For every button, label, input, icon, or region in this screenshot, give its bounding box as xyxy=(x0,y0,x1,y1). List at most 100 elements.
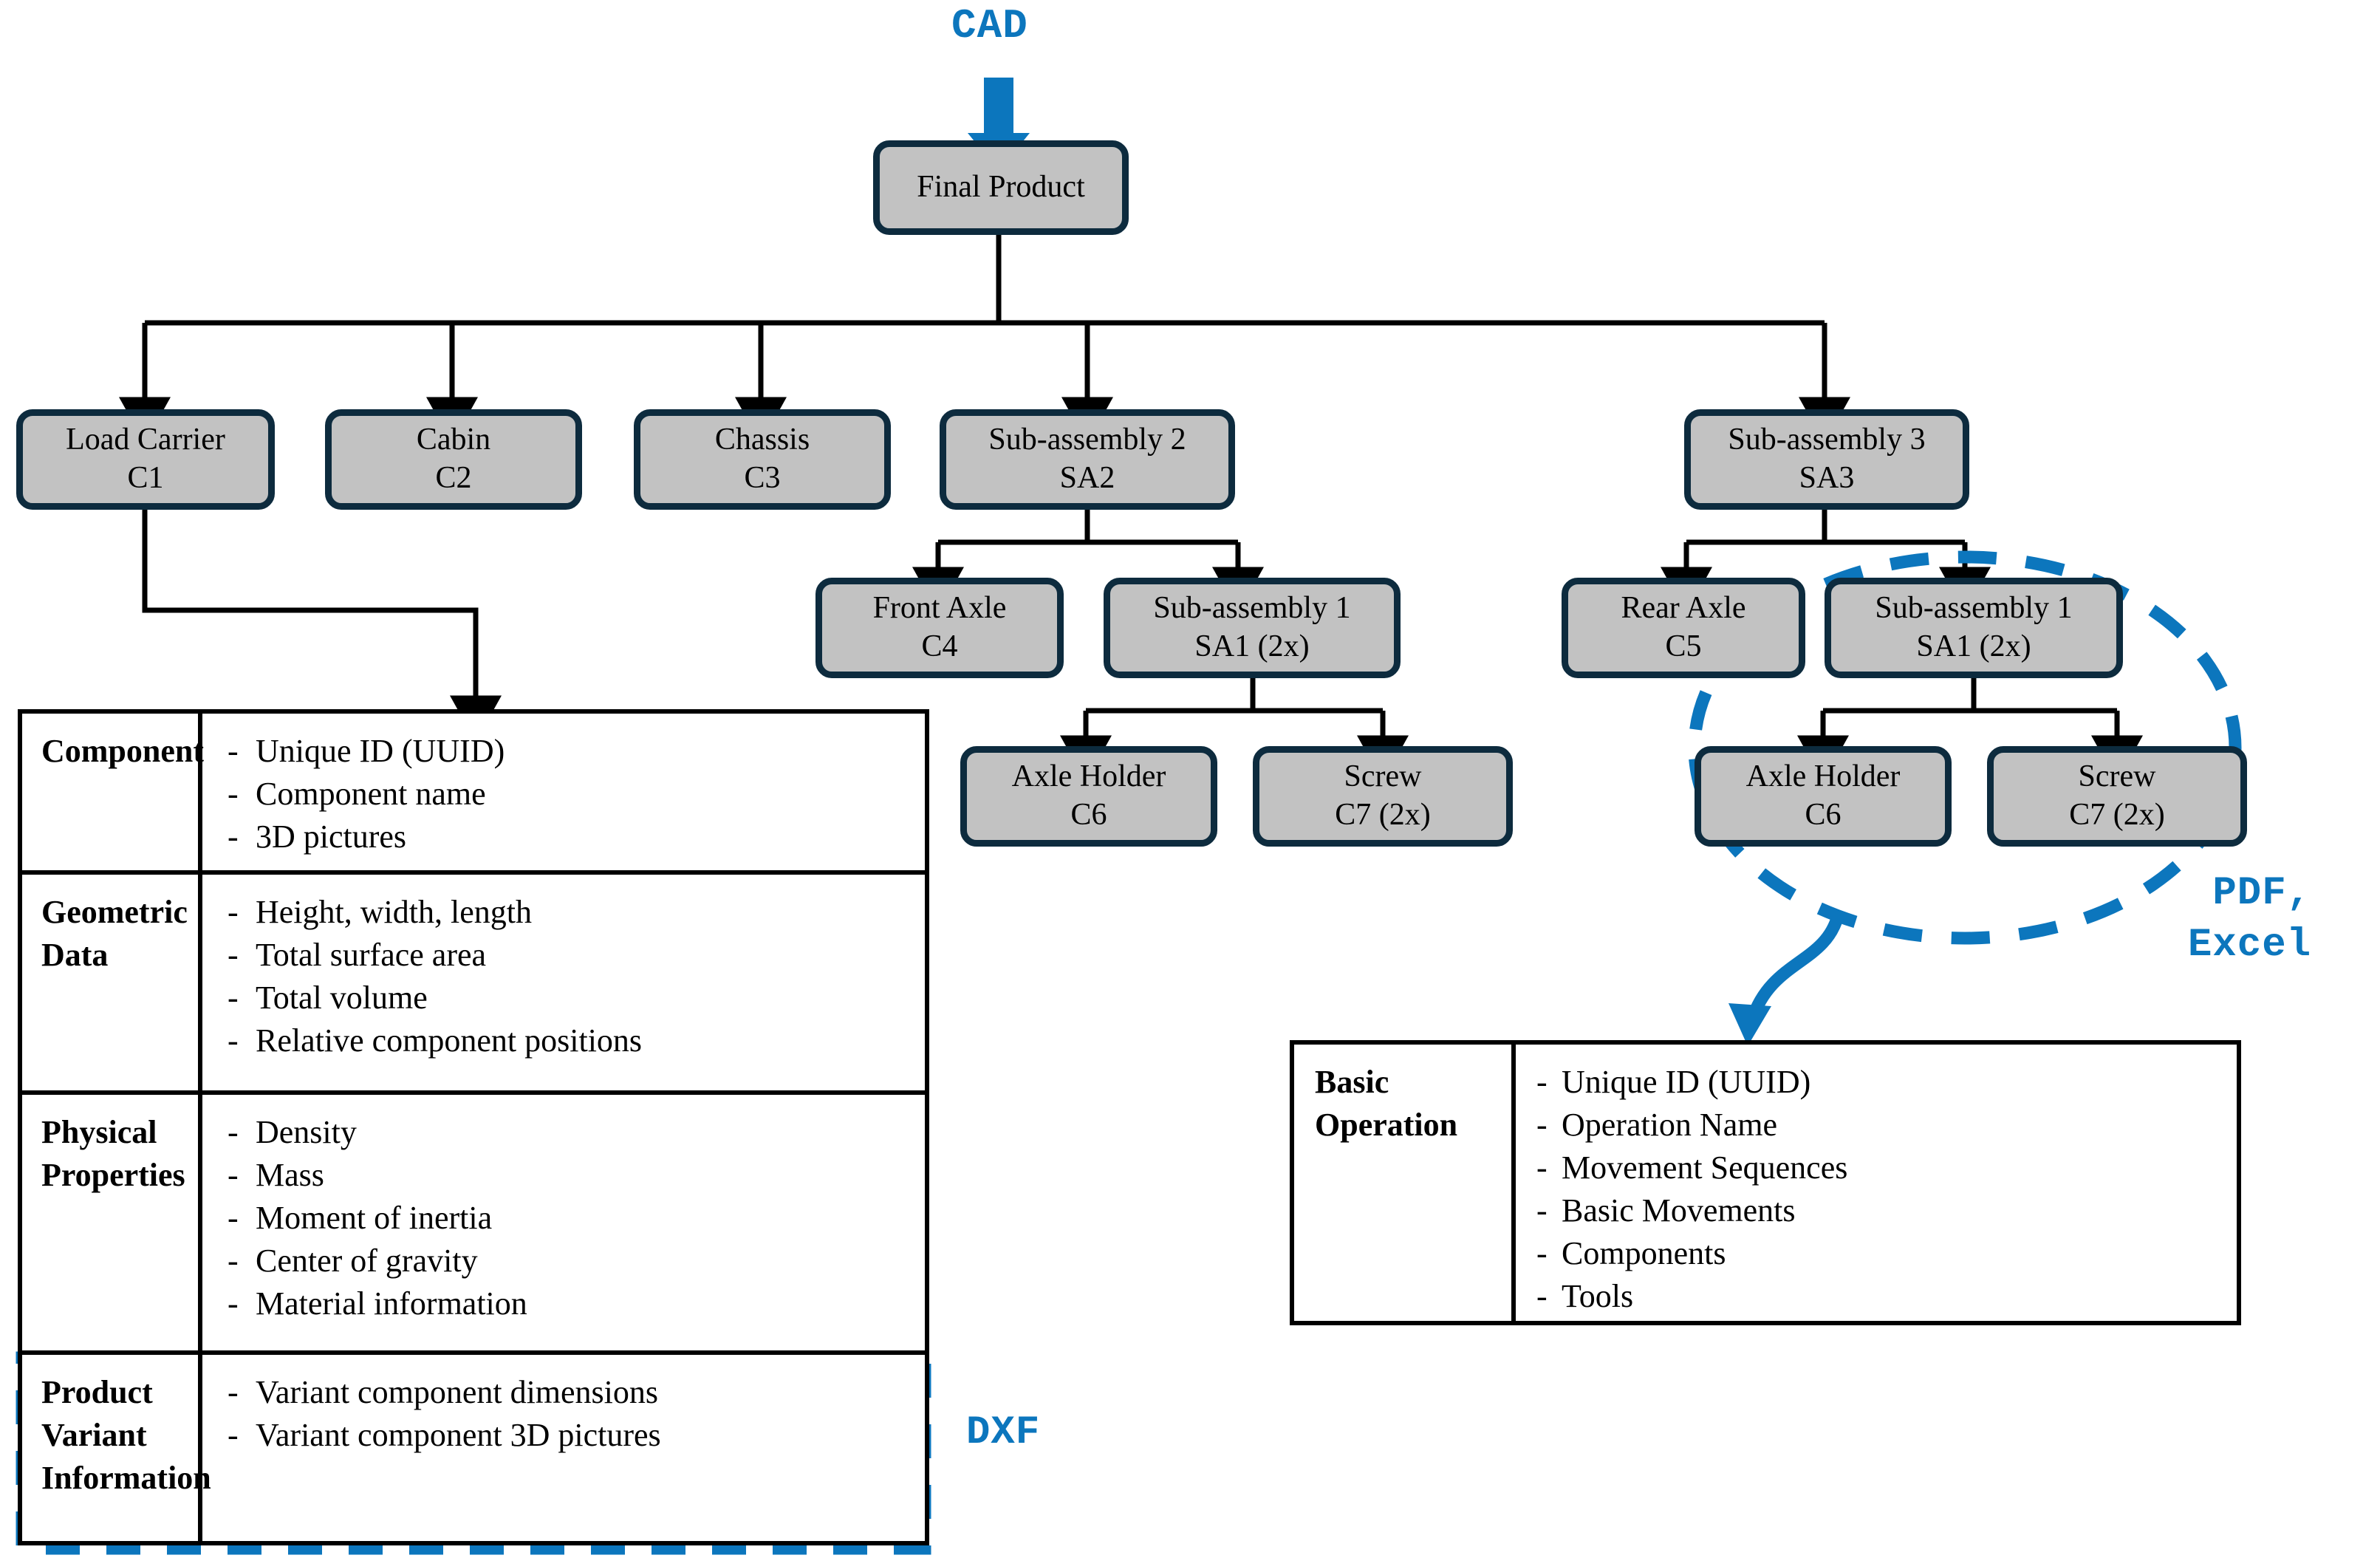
list-item: - Mass xyxy=(202,1154,925,1197)
list-item: - Unique ID (UUID) xyxy=(1516,1061,2237,1104)
node-label-line2: SA1 (2x) xyxy=(1916,629,2031,663)
node-label-line1: Rear Axle xyxy=(1621,591,1746,626)
pdf-excel-label: PDF,Excel xyxy=(2188,870,2311,968)
node-label-line2: SA2 xyxy=(1059,461,1115,495)
component-attribute-table: Component - Unique ID (UUID) - Component… xyxy=(18,709,929,1545)
bullet-dash: - xyxy=(228,1417,239,1454)
item-text: Center of gravity xyxy=(256,1243,478,1279)
list-item: - Tools xyxy=(1516,1275,2237,1318)
bullet-dash: - xyxy=(228,937,239,974)
node-rear-axle[interactable]: Rear Axle C5 xyxy=(1562,578,1805,678)
node-sub-assembly-2[interactable]: Sub-assembly 2 SA2 xyxy=(940,409,1235,510)
row-items: - Unique ID (UUID) - Operation Name - Mo… xyxy=(1516,1045,2237,1321)
bullet-dash: - xyxy=(228,776,239,813)
node-sub-assembly-3[interactable]: Sub-assembly 3 SA3 xyxy=(1684,409,1969,510)
bullet-dash: - xyxy=(228,980,239,1017)
item-text: Tools xyxy=(1562,1278,1634,1315)
bullet-dash: - xyxy=(1536,1278,1548,1315)
node-label-line2: C3 xyxy=(744,461,781,495)
row-category-line3: Information xyxy=(41,1460,211,1497)
list-item: - Height, width, length xyxy=(202,891,925,934)
node-label-line2: SA3 xyxy=(1799,461,1855,495)
node-label-line1: Screw xyxy=(1344,759,1422,794)
item-text: Operation Name xyxy=(1562,1107,1777,1144)
bullet-dash: - xyxy=(228,1114,239,1150)
edge-loadcarrier-to-component-table xyxy=(142,510,502,742)
node-front-axle[interactable]: Front Axle C4 xyxy=(815,578,1064,678)
item-text: Mass xyxy=(256,1157,324,1194)
node-screw-left[interactable]: Screw C7 (2x) xyxy=(1253,746,1513,847)
bullet-dash: - xyxy=(228,733,239,769)
node-sub-assembly-1-right[interactable]: Sub-assembly 1 SA1 (2x) xyxy=(1825,578,2123,678)
item-text: 3D pictures xyxy=(256,819,407,855)
tree-edges-sa1-right xyxy=(1797,678,2143,782)
node-load-carrier[interactable]: Load Carrier C1 xyxy=(16,409,275,510)
node-label-line1: Axle Holder xyxy=(1745,759,1901,794)
item-text: Total surface area xyxy=(256,937,487,974)
item-text: Total volume xyxy=(256,980,428,1017)
row-category-line2: Properties xyxy=(41,1157,185,1194)
node-label-line2: C2 xyxy=(435,461,472,495)
bullet-dash: - xyxy=(1536,1149,1548,1186)
list-item: - Operation Name xyxy=(1516,1104,2237,1147)
list-item: - 3D pictures xyxy=(202,816,925,858)
item-text: Components xyxy=(1562,1235,1726,1272)
item-text: Variant component 3D pictures xyxy=(256,1417,661,1454)
list-item: - Total surface area xyxy=(202,934,925,977)
node-label-line2: C5 xyxy=(1665,629,1702,663)
item-text: Basic Movements xyxy=(1562,1192,1796,1229)
node-label-line2: SA1 (2x) xyxy=(1194,629,1310,663)
list-item: - Basic Movements xyxy=(1516,1189,2237,1232)
bullet-dash: - xyxy=(228,1157,239,1194)
node-label-line1: Final Product xyxy=(917,170,1085,205)
list-item: - Unique ID (UUID) xyxy=(202,730,925,773)
node-label-line1: Axle Holder xyxy=(1011,759,1166,794)
node-label-line1: Sub-assembly 3 xyxy=(1728,423,1926,457)
node-cabin[interactable]: Cabin C2 xyxy=(325,409,582,510)
node-screw-right[interactable]: Screw C7 (2x) xyxy=(1987,746,2247,847)
tree-edges-sa2 xyxy=(912,510,1264,614)
node-label-line2: C6 xyxy=(1805,798,1842,832)
dxf-label: DXF xyxy=(966,1410,1041,1455)
tree-edges-level1 xyxy=(119,235,1850,444)
pdf-excel-callout-arrow xyxy=(1728,909,1844,1046)
pdf-label-line1: PDF, xyxy=(2212,871,2312,916)
node-axle-holder-left[interactable]: Axle Holder C6 xyxy=(960,746,1217,847)
bullet-dash: - xyxy=(228,1200,239,1237)
bullet-dash: - xyxy=(1536,1235,1548,1272)
list-item: - Density xyxy=(202,1111,925,1154)
bullet-dash: - xyxy=(228,819,239,855)
row-category-line1: Physical xyxy=(41,1114,157,1150)
list-item: - Total volume xyxy=(202,977,925,1019)
list-item: - Variant component 3D pictures xyxy=(202,1414,925,1457)
node-label-line1: Sub-assembly 1 xyxy=(1875,591,2073,626)
row-category: Component xyxy=(22,714,204,870)
node-label-line1: Load Carrier xyxy=(66,423,225,457)
bullet-dash: - xyxy=(1536,1107,1548,1144)
cad-label: CAD xyxy=(951,2,1028,49)
node-label-line2: C1 xyxy=(127,461,164,495)
node-final-product[interactable]: Final Product xyxy=(873,140,1129,235)
list-item: - Component name xyxy=(202,773,925,816)
node-chassis[interactable]: Chassis C3 xyxy=(634,409,891,510)
list-item: - Moment of inertia xyxy=(202,1197,925,1240)
item-text: Density xyxy=(256,1114,357,1150)
row-items: - Unique ID (UUID) - Component name - 3D… xyxy=(202,714,925,870)
row-category: Basic Operation xyxy=(1294,1045,1516,1321)
node-label-line1: Sub-assembly 2 xyxy=(988,423,1186,457)
item-text: Variant component dimensions xyxy=(256,1374,659,1410)
node-sub-assembly-1-left[interactable]: Sub-assembly 1 SA1 (2x) xyxy=(1104,578,1401,678)
list-item: - Relative component positions xyxy=(202,1019,925,1062)
item-text: Height, width, length xyxy=(256,894,532,930)
tree-edges-sa1-left xyxy=(1060,678,1409,782)
list-item: - Material information xyxy=(202,1282,925,1325)
item-text: Moment of inertia xyxy=(256,1200,493,1237)
node-label-line2: C4 xyxy=(921,629,958,663)
node-axle-holder-right[interactable]: Axle Holder C6 xyxy=(1695,746,1952,847)
list-item: - Movement Sequences xyxy=(1516,1147,2237,1189)
